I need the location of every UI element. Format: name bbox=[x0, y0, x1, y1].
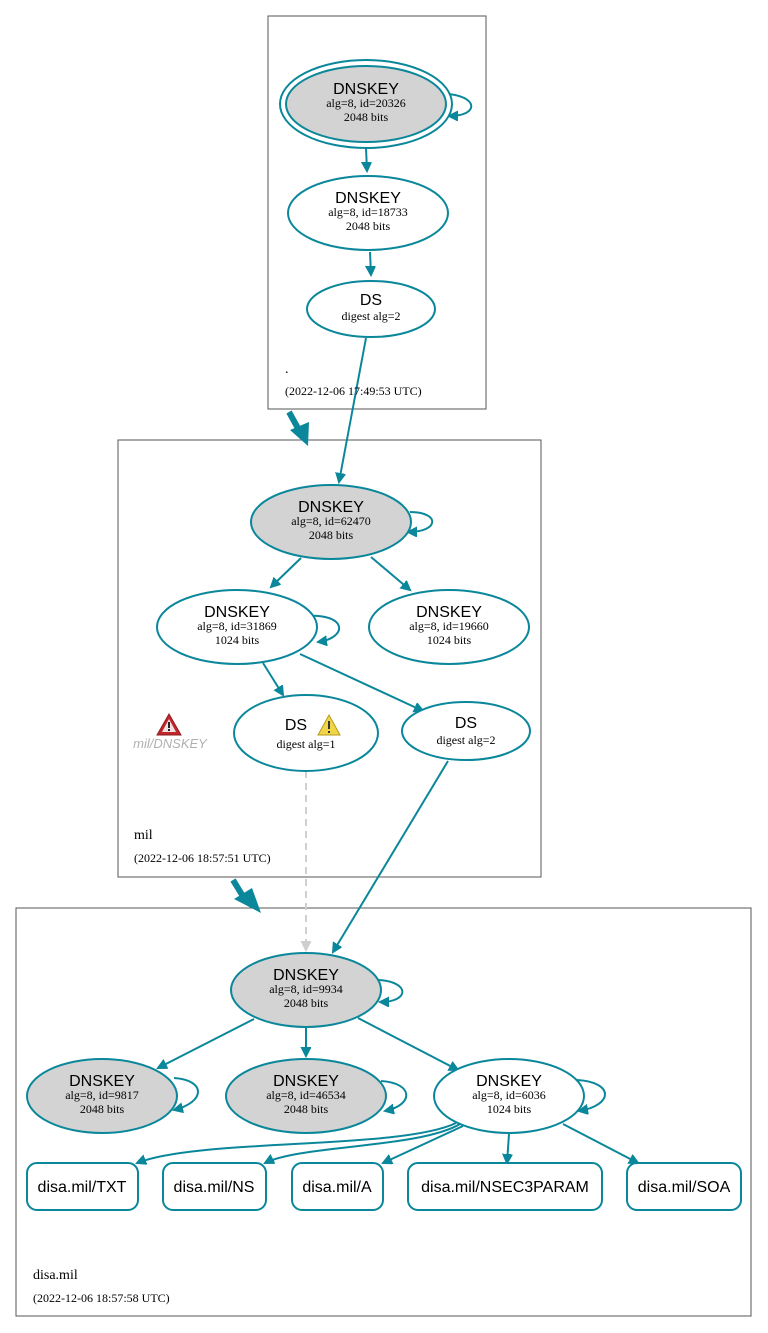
warning-yellow-triangle-icon bbox=[317, 713, 341, 736]
rrset-ns-node[interactable]: disa.mil/NS bbox=[162, 1162, 267, 1211]
node-bits: 2048 bits bbox=[80, 1102, 125, 1116]
node-digest: digest alg=2 bbox=[341, 309, 400, 323]
node-alg-id: alg=8, id=62470 bbox=[291, 514, 371, 528]
rrset-a-node[interactable]: disa.mil/A bbox=[291, 1162, 384, 1211]
node-alg-id: alg=8, id=46534 bbox=[266, 1088, 346, 1102]
mil-dnskey-31869-node[interactable]: DNSKEY alg=8, id=31869 1024 bits bbox=[156, 589, 318, 665]
node-bits: 1024 bits bbox=[215, 633, 260, 647]
node-title: DNSKEY bbox=[476, 1073, 542, 1090]
rrset-label: disa.mil/TXT bbox=[38, 1179, 127, 1196]
mil-dnskey-19660-node[interactable]: DNSKEY alg=8, id=19660 1024 bits bbox=[368, 589, 530, 665]
zone-timestamp-root: (2022-12-06 17:49:53 UTC) bbox=[285, 384, 422, 398]
zone-timestamp-disa: (2022-12-06 18:57:58 UTC) bbox=[33, 1291, 170, 1305]
disa-dnskey-ksk-node[interactable]: DNSKEY alg=8, id=9934 2048 bits bbox=[230, 952, 382, 1028]
rrset-soa-node[interactable]: disa.mil/SOA bbox=[626, 1162, 742, 1211]
edge-disa-46534-selfsign bbox=[380, 1080, 408, 1111]
node-alg-id: alg=8, id=9817 bbox=[65, 1088, 139, 1102]
disa-dnskey-6036-node[interactable]: DNSKEY alg=8, id=6036 1024 bits bbox=[433, 1058, 585, 1134]
node-title: DNSKEY bbox=[273, 1073, 339, 1090]
node-alg-id: alg=8, id=18733 bbox=[328, 205, 408, 219]
node-alg-id: alg=8, id=20326 bbox=[326, 96, 406, 110]
node-title: DNSKEY bbox=[416, 604, 482, 621]
warning-red-triangle-icon bbox=[156, 712, 182, 736]
edge-mil-zsk1-to-ds2 bbox=[299, 653, 423, 711]
node-bits: 1024 bits bbox=[487, 1102, 532, 1116]
node-title: DNSKEY bbox=[204, 604, 270, 621]
edge-mil-ksk-to-zsk1 bbox=[271, 557, 302, 587]
edge-disa-6036-to-ns bbox=[265, 1123, 461, 1163]
edge-disa-ksk-to-9817 bbox=[158, 1018, 255, 1068]
node-bits: 1024 bits bbox=[427, 633, 472, 647]
edge-root-ksk-to-zsk bbox=[366, 147, 367, 171]
node-bits: 2048 bits bbox=[284, 1102, 329, 1116]
root-dnskey-zsk-node[interactable]: DNSKEY alg=8, id=18733 2048 bits bbox=[287, 175, 449, 251]
warning-label: mil/DNSKEY bbox=[133, 736, 208, 751]
mil-ds-alg1-node[interactable]: DS digest alg=1 bbox=[233, 694, 379, 772]
edge-mil-ksk-selfsign bbox=[408, 511, 434, 532]
rrset-label: disa.mil/NSEC3PARAM bbox=[421, 1179, 589, 1196]
node-bits: 2048 bits bbox=[346, 219, 391, 233]
rrset-label: disa.mil/A bbox=[302, 1179, 372, 1196]
edge-mil-ksk-to-zsk2 bbox=[370, 556, 410, 590]
node-alg-id: alg=8, id=6036 bbox=[472, 1088, 546, 1102]
node-title: DS bbox=[360, 292, 382, 309]
node-title: DNSKEY bbox=[298, 499, 364, 516]
node-title: DNSKEY bbox=[333, 81, 399, 98]
edge-disa-6036-to-txt bbox=[137, 1122, 457, 1163]
delegation-arrow-mil-disa bbox=[230, 878, 261, 913]
edge-disa-6036-to-nsec3param bbox=[507, 1133, 509, 1163]
disa-dnskey-9817-node[interactable]: DNSKEY alg=8, id=9817 2048 bits bbox=[26, 1058, 178, 1134]
edge-disa-6036-to-soa bbox=[562, 1123, 638, 1163]
edge-root-zsk-to-ds bbox=[370, 251, 371, 275]
node-title: DNSKEY bbox=[69, 1073, 135, 1090]
node-title: DS bbox=[285, 717, 307, 734]
edge-root-ksk-selfsign bbox=[447, 93, 473, 116]
node-digest: digest alg=1 bbox=[276, 737, 335, 751]
node-title: DS bbox=[455, 715, 477, 732]
mil-ds-alg2-node[interactable]: DS digest alg=2 bbox=[401, 701, 531, 761]
rrset-nsec3param-node[interactable]: disa.mil/NSEC3PARAM bbox=[407, 1162, 603, 1211]
node-digest: digest alg=2 bbox=[436, 733, 495, 747]
zone-name-root: . bbox=[285, 362, 289, 377]
node-bits: 2048 bits bbox=[284, 996, 329, 1010]
edge-disa-6036-to-a bbox=[383, 1125, 464, 1163]
root-dnskey-ksk-node[interactable]: DNSKEY alg=8, id=20326 2048 bits bbox=[279, 59, 453, 149]
rrset-label: disa.mil/NS bbox=[174, 1179, 255, 1196]
edge-disa-ksk-selfsign bbox=[379, 979, 404, 1002]
zone-timestamp-mil: (2022-12-06 18:57:51 UTC) bbox=[134, 851, 271, 865]
node-alg-id: alg=8, id=19660 bbox=[409, 619, 489, 633]
rrset-label: disa.mil/SOA bbox=[638, 1179, 731, 1196]
edge-mil-ds2-to-disa-ksk bbox=[333, 760, 449, 952]
edge-root-ds-to-mil-ksk bbox=[339, 337, 367, 482]
disa-dnskey-46534-node[interactable]: DNSKEY alg=8, id=46534 2048 bits bbox=[225, 1058, 387, 1134]
edge-disa-6036-selfsign bbox=[577, 1079, 606, 1111]
zone-name-mil: mil bbox=[134, 828, 153, 843]
node-alg-id: alg=8, id=31869 bbox=[197, 619, 277, 633]
node-title: DNSKEY bbox=[273, 967, 339, 984]
edge-mil-zsk1-to-ds1 bbox=[262, 662, 283, 695]
mil-dnskey-warning[interactable]: mil/DNSKEY bbox=[133, 712, 208, 751]
node-title: DNSKEY bbox=[335, 190, 401, 207]
delegation-arrow-root-mil bbox=[286, 410, 309, 446]
edge-disa-ksk-to-6036 bbox=[357, 1017, 458, 1070]
node-alg-id: alg=8, id=9934 bbox=[269, 982, 343, 996]
edge-mil-zsk1-selfsign bbox=[304, 614, 340, 642]
node-bits: 2048 bits bbox=[309, 528, 354, 542]
mil-dnskey-ksk-node[interactable]: DNSKEY alg=8, id=62470 2048 bits bbox=[250, 484, 412, 560]
edge-disa-9817-selfsign bbox=[174, 1077, 199, 1110]
root-ds-node[interactable]: DS digest alg=2 bbox=[306, 280, 436, 338]
node-bits: 2048 bits bbox=[344, 110, 389, 124]
rrset-txt-node[interactable]: disa.mil/TXT bbox=[26, 1162, 139, 1211]
zone-name-disa: disa.mil bbox=[33, 1268, 78, 1283]
